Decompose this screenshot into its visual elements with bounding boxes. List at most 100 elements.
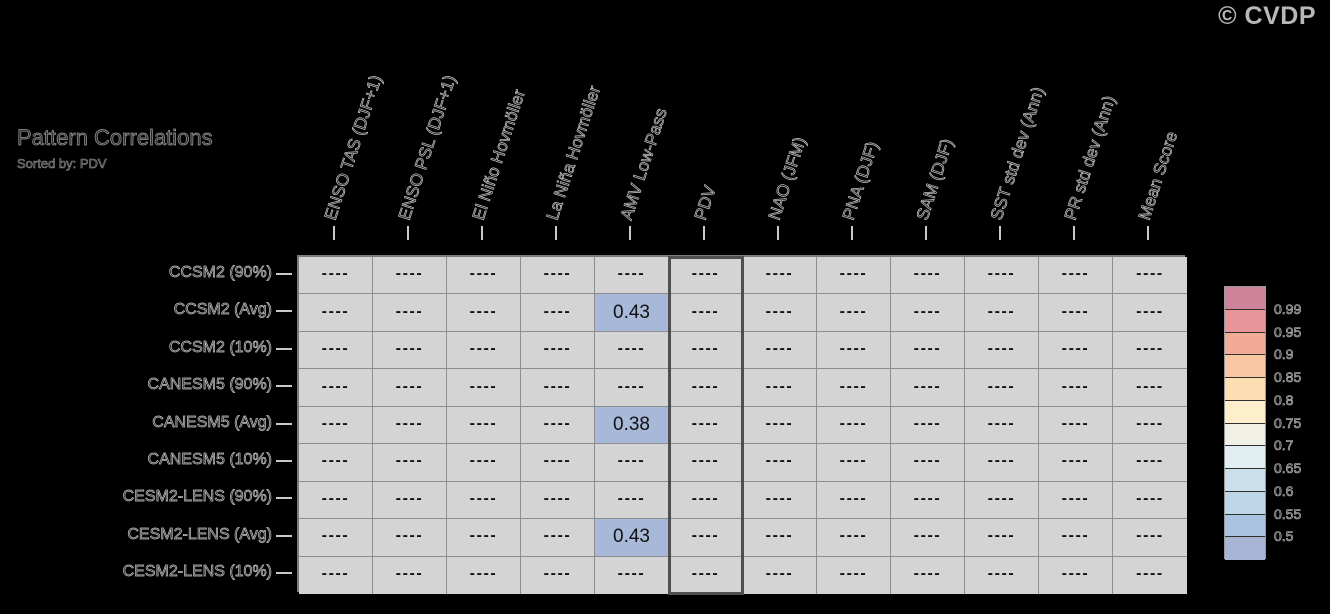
grid-cell[interactable]: ----	[299, 481, 373, 520]
grid-cell[interactable]: ----	[891, 294, 965, 332]
grid-cell[interactable]: ----	[743, 556, 817, 594]
grid-cell[interactable]: ----	[521, 481, 595, 520]
grid-cell[interactable]: 0.43	[595, 294, 669, 332]
grid-cell[interactable]: ----	[891, 331, 965, 370]
grid-cell[interactable]: ----	[743, 294, 817, 332]
grid-cell[interactable]: 0.38	[595, 406, 669, 445]
grid-cell[interactable]: ----	[521, 556, 595, 594]
column-header-5[interactable]: AMV Low-Pass	[616, 105, 672, 223]
grid-cell[interactable]: ----	[965, 444, 1039, 482]
grid-cell[interactable]: ----	[1113, 406, 1187, 445]
grid-cell[interactable]: ----	[447, 444, 521, 482]
grid-cell[interactable]: ----	[817, 481, 891, 520]
grid-cell[interactable]: ----	[521, 444, 595, 482]
grid-cell[interactable]: ----	[373, 406, 447, 445]
grid-cell[interactable]: ----	[521, 294, 595, 332]
column-header-4[interactable]: La Niña Hovmöller	[542, 83, 605, 223]
column-header-6[interactable]: PDV	[690, 183, 721, 223]
grid-cell[interactable]: ----	[447, 257, 521, 295]
grid-cell[interactable]: ----	[299, 519, 373, 557]
grid-cell[interactable]: ----	[669, 444, 743, 482]
grid-cell[interactable]: ----	[447, 406, 521, 445]
grid-cell[interactable]: ----	[669, 519, 743, 557]
grid-cell[interactable]: ----	[447, 331, 521, 370]
column-header-9[interactable]: SAM (DJF)	[912, 136, 958, 223]
row-label-3[interactable]: CCSM2 (10%)	[168, 338, 273, 356]
column-header-12[interactable]: Mean Score	[1134, 129, 1182, 223]
grid-cell[interactable]: ----	[743, 257, 817, 295]
grid-cell[interactable]: ----	[817, 519, 891, 557]
grid-cell[interactable]: ----	[965, 481, 1039, 520]
grid-cell[interactable]: ----	[1039, 294, 1113, 332]
grid-cell[interactable]: ----	[891, 481, 965, 520]
grid-cell[interactable]: ----	[817, 369, 891, 407]
grid-cell[interactable]: ----	[965, 556, 1039, 594]
grid-cell[interactable]: ----	[299, 556, 373, 594]
column-header-7[interactable]: NAO (JFM)	[764, 134, 810, 223]
row-label-7[interactable]: CESM2-LENS (90%)	[122, 488, 272, 506]
grid-cell[interactable]: ----	[965, 369, 1039, 407]
grid-cell[interactable]: ----	[1113, 294, 1187, 332]
grid-cell[interactable]: ----	[447, 519, 521, 557]
grid-cell[interactable]: ----	[373, 294, 447, 332]
grid-cell[interactable]: ----	[817, 257, 891, 295]
grid-cell[interactable]: ----	[373, 519, 447, 557]
grid-cell[interactable]: ----	[373, 257, 447, 295]
grid-cell[interactable]: ----	[669, 257, 743, 295]
grid-cell[interactable]: ----	[595, 331, 669, 370]
grid-cell[interactable]: ----	[1039, 481, 1113, 520]
grid-cell[interactable]: ----	[965, 331, 1039, 370]
grid-cell[interactable]: ----	[669, 369, 743, 407]
column-header-2[interactable]: ENSO PSL (DJF+1)	[394, 72, 460, 223]
grid-cell[interactable]: ----	[595, 369, 669, 407]
grid-cell[interactable]: ----	[1113, 556, 1187, 594]
grid-cell[interactable]: ----	[817, 406, 891, 445]
grid-cell[interactable]: ----	[669, 294, 743, 332]
column-header-1[interactable]: ENSO TAS (DJF+1)	[320, 72, 386, 223]
grid-cell[interactable]: ----	[1113, 481, 1187, 520]
grid-cell[interactable]: ----	[299, 369, 373, 407]
grid-cell[interactable]: ----	[1039, 369, 1113, 407]
grid-cell[interactable]: ----	[1039, 331, 1113, 370]
grid-cell[interactable]: ----	[299, 444, 373, 482]
grid-cell[interactable]: ----	[1113, 519, 1187, 557]
grid-cell[interactable]: ----	[669, 481, 743, 520]
column-header-8[interactable]: PNA (DJF)	[838, 139, 883, 223]
grid-cell[interactable]: ----	[299, 331, 373, 370]
row-label-6[interactable]: CANESM5 (10%)	[147, 450, 272, 468]
grid-cell[interactable]: ----	[743, 406, 817, 445]
grid-cell[interactable]: ----	[891, 257, 965, 295]
grid-cell[interactable]: ----	[669, 556, 743, 594]
grid-cell[interactable]: ----	[521, 331, 595, 370]
grid-cell[interactable]: ----	[299, 257, 373, 295]
grid-cell[interactable]: ----	[595, 257, 669, 295]
grid-cell[interactable]: ----	[669, 331, 743, 370]
column-header-10[interactable]: SST std dev (Ann)	[986, 84, 1049, 223]
grid-cell[interactable]: ----	[595, 556, 669, 594]
grid-cell[interactable]: ----	[1039, 444, 1113, 482]
grid-cell[interactable]: ----	[743, 444, 817, 482]
grid-cell[interactable]: ----	[1113, 257, 1187, 295]
grid-cell[interactable]: ----	[743, 369, 817, 407]
column-header-3[interactable]: El Niño Hovmöller	[468, 87, 530, 223]
grid-cell[interactable]: ----	[373, 369, 447, 407]
grid-cell[interactable]: ----	[373, 331, 447, 370]
grid-cell[interactable]: ----	[891, 556, 965, 594]
grid-cell[interactable]: ----	[299, 294, 373, 332]
grid-cell[interactable]: ----	[373, 556, 447, 594]
grid-cell[interactable]: ----	[595, 481, 669, 520]
grid-cell[interactable]: ----	[1039, 406, 1113, 445]
grid-cell[interactable]: ----	[891, 369, 965, 407]
grid-cell[interactable]: ----	[965, 406, 1039, 445]
row-label-9[interactable]: CESM2-LENS (10%)	[122, 563, 272, 581]
row-label-8[interactable]: CESM2-LENS (Avg)	[127, 525, 272, 543]
grid-cell[interactable]: ----	[817, 331, 891, 370]
row-label-1[interactable]: CCSM2 (90%)	[168, 263, 273, 281]
grid-cell[interactable]: ----	[373, 444, 447, 482]
grid-cell[interactable]: ----	[743, 519, 817, 557]
row-label-5[interactable]: CANESM5 (Avg)	[152, 413, 272, 431]
row-label-2[interactable]: CCSM2 (Avg)	[173, 301, 272, 319]
grid-cell[interactable]: ----	[521, 406, 595, 445]
grid-cell[interactable]: ----	[447, 294, 521, 332]
grid-cell[interactable]: ----	[299, 406, 373, 445]
